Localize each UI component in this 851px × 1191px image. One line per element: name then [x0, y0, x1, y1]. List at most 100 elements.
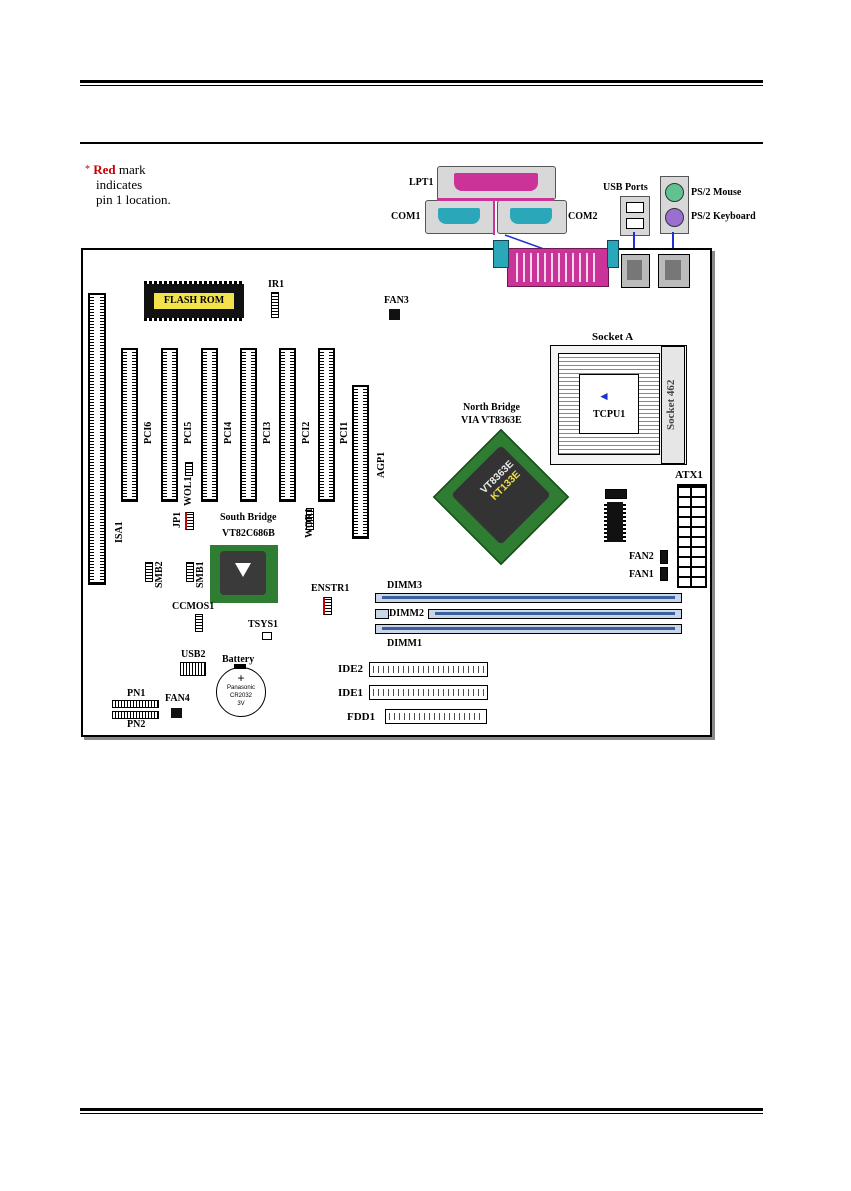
pn2-header: [112, 711, 159, 719]
bottom-rule-thick: [80, 1108, 763, 1111]
south-bridge-chip: [210, 545, 278, 603]
pci4-label: PCI4: [223, 421, 234, 444]
fan4-label: FAN4: [165, 693, 190, 704]
pci3-slot: [240, 348, 257, 502]
enstr1-header: [323, 597, 332, 615]
socket-a-label: Socket A: [592, 331, 634, 343]
fan3-connector: [389, 309, 400, 320]
pci5-slot: [161, 348, 178, 502]
onboard-parallel-connector: [507, 248, 609, 287]
onboard-com-stub-right: [607, 240, 619, 268]
lpt-com-connector-lines: [437, 198, 554, 201]
section-rule: [80, 142, 763, 144]
fdd1-label: FDD1: [347, 711, 376, 723]
wor1-header: [306, 508, 314, 530]
jp1-label: JP1: [172, 511, 183, 528]
isa1-label: ISA1: [114, 521, 125, 543]
usb-ports-label: USB Ports: [603, 182, 648, 193]
pci4-slot: [201, 348, 218, 502]
com1-label: COM1: [391, 211, 421, 222]
south-bridge-line1: South Bridge: [220, 512, 277, 523]
dimm1-slot: [375, 624, 682, 634]
smb2-header: [145, 562, 153, 582]
battery-plus-icon: +: [237, 671, 245, 685]
ide2-connector: [369, 662, 488, 677]
smb2-label: SMB2: [154, 561, 165, 588]
jp1-header: [185, 512, 194, 530]
ccmos1-header: [195, 614, 203, 632]
battery-model: CR2032: [229, 693, 252, 699]
north-bridge-line1: North Bridge: [463, 402, 520, 413]
fan2-label: FAN2: [629, 551, 654, 562]
smb1-header: [186, 562, 194, 582]
pci2-label: PCI2: [301, 421, 312, 444]
clock-chip-small: [605, 489, 627, 499]
battery-clip: [234, 664, 246, 669]
lpt1-port: [437, 166, 556, 200]
smb1-label: SMB1: [195, 561, 206, 588]
via-logo-icon: [235, 563, 251, 577]
usb-ports-block: [620, 196, 650, 236]
ide1-connector: [369, 685, 488, 700]
legend-star: *: [85, 164, 90, 175]
legend-red-word: Red: [93, 162, 116, 177]
flash-rom-label: FLASH ROM: [154, 293, 234, 309]
usb2-header: [180, 662, 206, 676]
fan4-connector: [171, 708, 182, 718]
tcpu1-label: TCPU1: [593, 409, 626, 420]
top-rule-thin: [80, 85, 763, 86]
dimm1-label: DIMM1: [387, 638, 422, 649]
pci6-label: PCI6: [143, 421, 154, 444]
ide2-label: IDE2: [338, 663, 364, 675]
pn1-header: [112, 700, 159, 708]
socket-a: [550, 345, 687, 465]
north-bridge-line2: VIA VT8363E: [461, 415, 522, 426]
pci3-label: PCI3: [262, 421, 273, 444]
wor1-label: WOR1: [304, 508, 315, 538]
pci1-label: PCI1: [339, 421, 350, 444]
fan1-connector: [660, 567, 668, 581]
fan1-label: FAN1: [629, 569, 654, 580]
clock-chip: [604, 502, 626, 542]
ps2-ports-block: [660, 176, 689, 234]
com2-label: COM2: [568, 211, 598, 222]
battery-voltage: 3V: [237, 701, 245, 707]
socket-462-label: Socket 462: [665, 379, 677, 430]
ir1-label: IR1: [268, 279, 285, 290]
com2-port: [497, 200, 567, 234]
pci5-label: PCI5: [183, 421, 194, 444]
atx1-label: ATX1: [675, 469, 703, 481]
tcpu1-sensor-icon: ◄: [598, 389, 610, 403]
agp1-label: AGP1: [376, 451, 387, 478]
pn1-label: PN1: [127, 688, 146, 699]
onboard-ps2-connector: [658, 254, 690, 288]
fdd1-connector: [385, 709, 487, 724]
isa1-slot: [88, 293, 106, 585]
battery-cell: + Panasonic CR2032 3V: [216, 664, 266, 717]
agp1-slot: [352, 385, 369, 539]
legend: * Red mark indicates pin 1 location.: [85, 162, 171, 207]
dimm3-slot: [375, 593, 682, 603]
tsys1-sensor: [262, 632, 272, 640]
pci1-slot: [318, 348, 335, 502]
fan3-label: FAN3: [384, 295, 409, 306]
battery-label: Battery: [222, 654, 255, 665]
fan2-connector: [660, 550, 668, 564]
dimm3-label: DIMM3: [387, 580, 422, 591]
lpt1-label: LPT1: [409, 177, 434, 188]
socket-lever: [661, 346, 685, 464]
dimm2-slot-left: [375, 609, 389, 619]
dimm2-slot: [428, 609, 682, 619]
top-rule-thick: [80, 80, 763, 83]
ir1-header: [271, 292, 279, 318]
enstr1-label: ENSTR1: [311, 583, 350, 594]
wol1-label: WOL1: [183, 476, 194, 506]
legend-line2: indicates: [96, 177, 143, 192]
bottom-rule-thin: [80, 1113, 763, 1114]
ps2-mouse-label: PS/2 Mouse: [691, 187, 742, 198]
atx1-connector: [677, 484, 707, 588]
battery-brand: Panasonic: [226, 685, 256, 691]
pci6-slot: [121, 348, 138, 502]
ide1-label: IDE1: [338, 687, 364, 699]
onboard-usb-connector: [621, 254, 650, 288]
